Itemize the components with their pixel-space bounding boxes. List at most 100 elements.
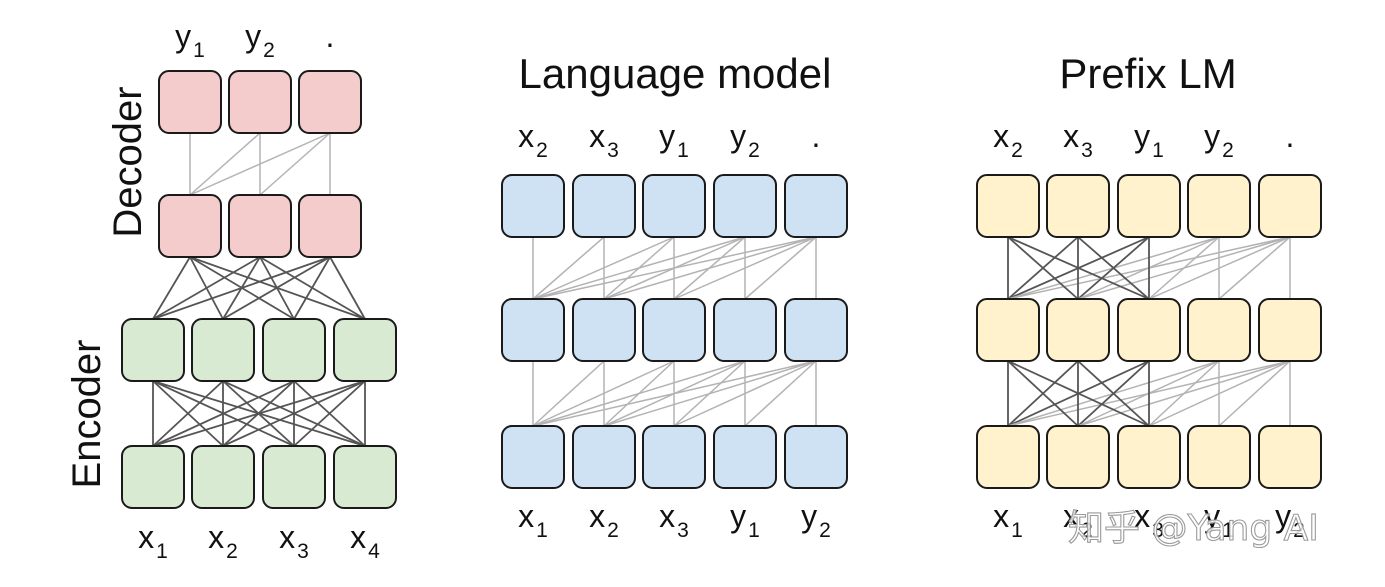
lm-row3-box-3 (642, 425, 706, 489)
lm-input-token-5: y2 (801, 498, 831, 542)
prefix-layer2-edge (1077, 236, 1150, 300)
lm-input-token-1: x1 (518, 498, 548, 542)
prefix-row2-box-3 (1117, 298, 1181, 362)
decoder-output-token-3: . (326, 18, 335, 54)
cross-attention-edge (329, 256, 366, 320)
encoder-bottom-box-4 (333, 445, 397, 509)
lm-layer2-edge (603, 236, 675, 300)
language-model-title: Language model (519, 50, 832, 97)
lm-row1-box-5 (784, 174, 848, 238)
lm-row1-box-1 (501, 174, 565, 238)
encoder-self-edge (222, 380, 366, 447)
prefix-row2-box-2 (1046, 298, 1110, 362)
lm-output-token-3: y1 (659, 118, 689, 162)
cross-attention-edge (189, 256, 295, 320)
token-boxes (121, 70, 1322, 509)
decoder-causal-edge (259, 132, 331, 196)
lm-layer1-edge (673, 360, 746, 427)
prefix-row1-box-2 (1046, 174, 1110, 238)
prefix-row1-box-1 (976, 174, 1040, 238)
prefix-output-token-2: x3 (1063, 118, 1093, 162)
lm-row1-box-2 (572, 174, 636, 238)
lm-layer2-edge (532, 236, 605, 300)
lm-row2-box-2 (572, 298, 636, 362)
prefix-input-token-3: x3 (1134, 498, 1164, 542)
prefix-row3-box-3 (1117, 425, 1181, 489)
decoder-top-box-2 (228, 70, 292, 134)
decoder-bottom-box-1 (158, 194, 222, 258)
encoder-top-box-3 (262, 318, 326, 382)
prefix-row1-box-5 (1258, 174, 1322, 238)
prefix-output-token-5: . (1286, 118, 1295, 154)
lm-row2-box-4 (713, 298, 777, 362)
lm-layer1-edge (744, 360, 817, 427)
encoder-top-box-4 (333, 318, 397, 382)
prefix-layer1-edge (1077, 360, 1150, 427)
lm-input-token-2: x2 (589, 498, 619, 542)
encoder-input-token-3: x3 (279, 519, 309, 563)
lm-output-token-4: y2 (730, 118, 760, 162)
lm-layer2-edge (673, 236, 746, 300)
encoder-top-box-2 (191, 318, 255, 382)
prefix-layer2-edge (1218, 236, 1291, 300)
prefix-layer1-edge (1218, 360, 1291, 427)
prefix-output-token-4: y2 (1204, 118, 1234, 162)
encoder-self-edge (293, 380, 366, 447)
encoder-self-edge (152, 380, 295, 447)
encoder-bottom-box-1 (121, 445, 185, 509)
lm-input-token-4: y1 (730, 498, 760, 542)
decoder-bottom-box-2 (228, 194, 292, 258)
lm-row3-box-4 (713, 425, 777, 489)
lm-layer2-edge (744, 236, 817, 300)
lm-output-token-1: x2 (518, 118, 548, 162)
lm-row2-box-3 (642, 298, 706, 362)
prefix-lm-title: Prefix LM (1059, 50, 1236, 97)
watermark-text: 知乎 @Yang AI (1068, 508, 1319, 549)
prefix-row1-box-4 (1187, 174, 1251, 238)
text-labels: Decoder Encoder Language model Prefix LM (65, 50, 1237, 488)
prefix-input-token-2: x2 (1063, 498, 1093, 542)
lm-row3-box-1 (501, 425, 565, 489)
token-labels: y1 y2. x1 x2 x3 x4 x2 x3 y1 y2. x1 x2 x3 y1 y2 x2 x3 y1 y2… (138, 18, 1305, 563)
prefix-row3-box-2 (1046, 425, 1110, 489)
lm-layer1-edge (532, 360, 605, 427)
prefix-input-token-1: x1 (993, 498, 1023, 542)
prefix-layer1-edge (1007, 360, 1079, 427)
lm-input-token-3: x3 (659, 498, 689, 542)
prefix-row1-box-3 (1117, 174, 1181, 238)
prefix-output-token-3: y1 (1134, 118, 1164, 162)
lm-row3-box-5 (784, 425, 848, 489)
prefix-input-token-5: y2 (1275, 498, 1305, 542)
encoder-self-edge (152, 380, 224, 447)
prefix-input-token-4: y1 (1204, 498, 1234, 542)
encoder-self-edge (152, 380, 366, 447)
prefix-layer2-edge (1007, 236, 1150, 300)
encoder-top-box-1 (121, 318, 185, 382)
prefix-row3-box-4 (1187, 425, 1251, 489)
prefix-layer2-edge (1007, 236, 1079, 300)
prefix-row3-box-5 (1258, 425, 1322, 489)
lm-layer1-edge (603, 360, 675, 427)
encoder-input-token-2: x2 (208, 519, 238, 563)
decoder-side-label: Decoder (106, 86, 150, 237)
prefix-row3-box-1 (976, 425, 1040, 489)
cross-attention-edge (152, 256, 191, 320)
cross-attention-edge (189, 256, 366, 320)
lm-output-token-2: x3 (589, 118, 619, 162)
lm-row1-box-4 (713, 174, 777, 238)
lm-row3-box-2 (572, 425, 636, 489)
encoder-side-label: Encoder (65, 340, 109, 489)
cross-attention-edge (259, 256, 366, 320)
prefix-layer2-edge (1148, 236, 1220, 300)
decoder-output-token-1: y1 (175, 18, 205, 62)
prefix-row2-box-4 (1187, 298, 1251, 362)
lm-row2-box-1 (501, 298, 565, 362)
encoder-input-token-4: x4 (350, 519, 380, 563)
prefix-row2-box-5 (1258, 298, 1322, 362)
decoder-top-box-3 (298, 70, 362, 134)
lm-output-token-5: . (812, 118, 821, 154)
decoder-top-box-1 (158, 70, 222, 134)
prefix-row2-box-1 (976, 298, 1040, 362)
prefix-layer1-edge (1148, 360, 1220, 427)
